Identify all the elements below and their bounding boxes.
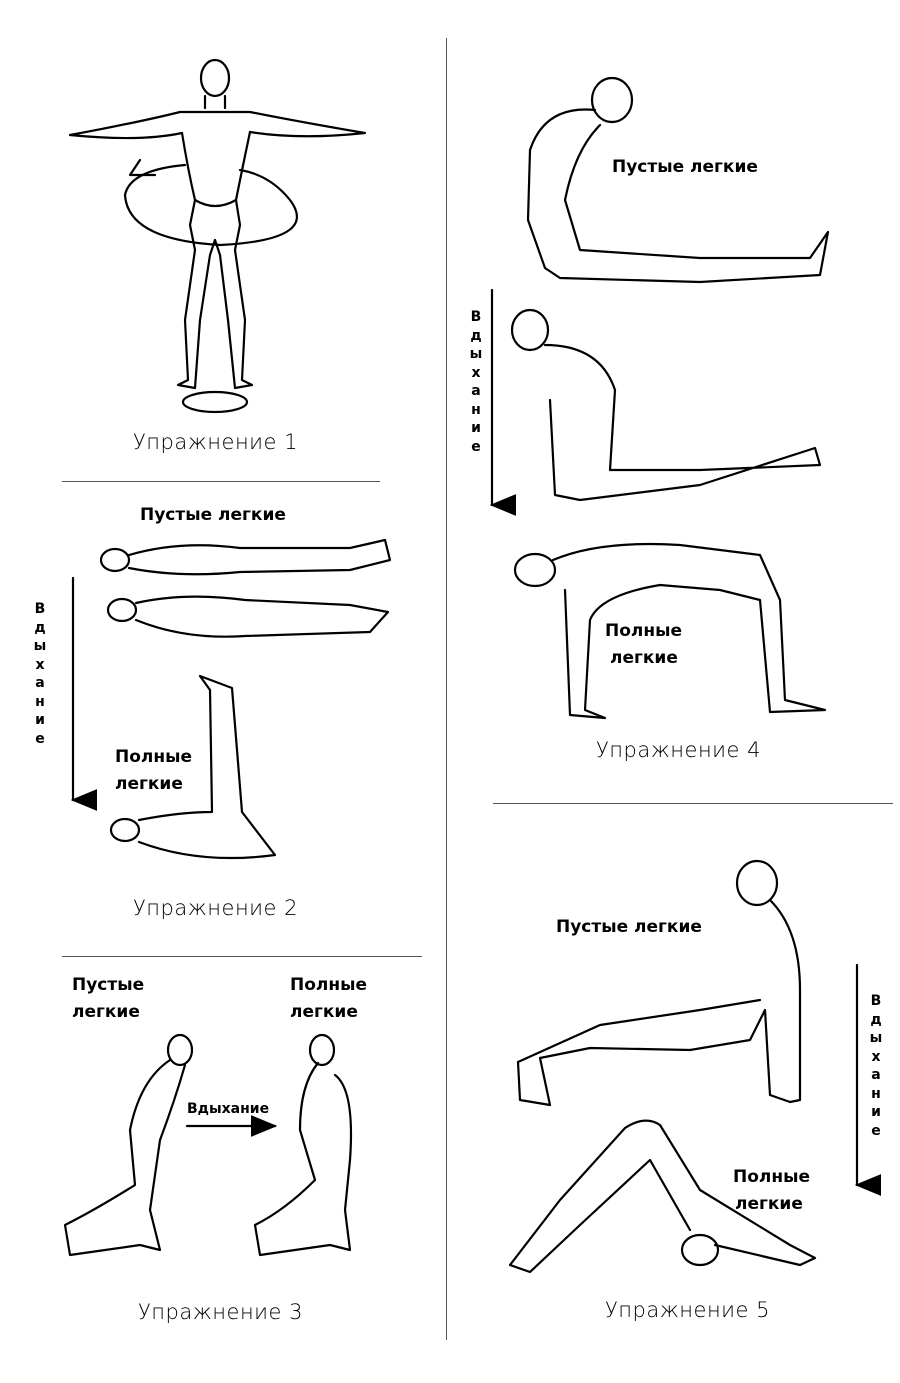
exercise-2-figure bbox=[70, 538, 392, 860]
label-line: легкие bbox=[735, 1194, 803, 1214]
exercise-5-title: Упражнение 5 bbox=[605, 1298, 770, 1322]
exercise-4-figure bbox=[489, 76, 830, 720]
exercise-5-inhale-label: Вдыхание bbox=[869, 993, 883, 1139]
exercise-5-empty-lungs-label: Пустые легкие bbox=[556, 917, 702, 937]
exercise-3-title: Упражнение 3 bbox=[138, 1300, 303, 1324]
exercise-3-inhale-label: Вдыхание bbox=[187, 1101, 270, 1117]
label-line: Полные bbox=[733, 1167, 811, 1187]
exercise-5-full-lungs-label: Полные легкие bbox=[733, 1164, 810, 1218]
exercise-2-full-lungs-label: Полные легкие bbox=[115, 744, 192, 798]
center-divider bbox=[446, 38, 447, 1340]
divider-ex1-ex2 bbox=[62, 481, 380, 482]
label-line: Полные bbox=[290, 975, 368, 995]
exercise-3-empty-lungs-label: Пустые легкие bbox=[72, 972, 144, 1026]
label-line: легкие bbox=[72, 1002, 140, 1022]
exercise-2-title: Упражнение 2 bbox=[133, 896, 298, 920]
exercise-2-empty-lungs-label: Пустые легкие bbox=[140, 505, 286, 525]
exercise-3-figure bbox=[63, 1033, 353, 1257]
exercise-4-title: Упражнение 4 bbox=[596, 738, 761, 762]
exercise-1-figure bbox=[68, 58, 367, 414]
exercise-2-inhale-label: Вдыхание bbox=[33, 601, 47, 747]
exercise-5-figure bbox=[508, 859, 882, 1274]
exercise-4-inhale-label: Вдыхание bbox=[469, 309, 483, 455]
label-line: легкие bbox=[115, 774, 183, 794]
exercise-3-full-lungs-label: Полные легкие bbox=[290, 972, 367, 1026]
label-line: Полные bbox=[115, 747, 193, 767]
exercise-4-empty-lungs-label: Пустые легкие bbox=[612, 157, 758, 177]
exercise-1-title: Упражнение 1 bbox=[133, 430, 298, 454]
exercise-4-full-lungs-label: Полные легкие bbox=[605, 618, 682, 672]
label-line: Полные bbox=[605, 621, 683, 641]
divider-ex2-ex3 bbox=[62, 956, 422, 957]
label-line: легкие bbox=[290, 1002, 358, 1022]
label-line: легкие bbox=[610, 648, 678, 668]
label-line: Пустые bbox=[72, 975, 145, 995]
divider-ex4-ex5 bbox=[493, 803, 893, 804]
